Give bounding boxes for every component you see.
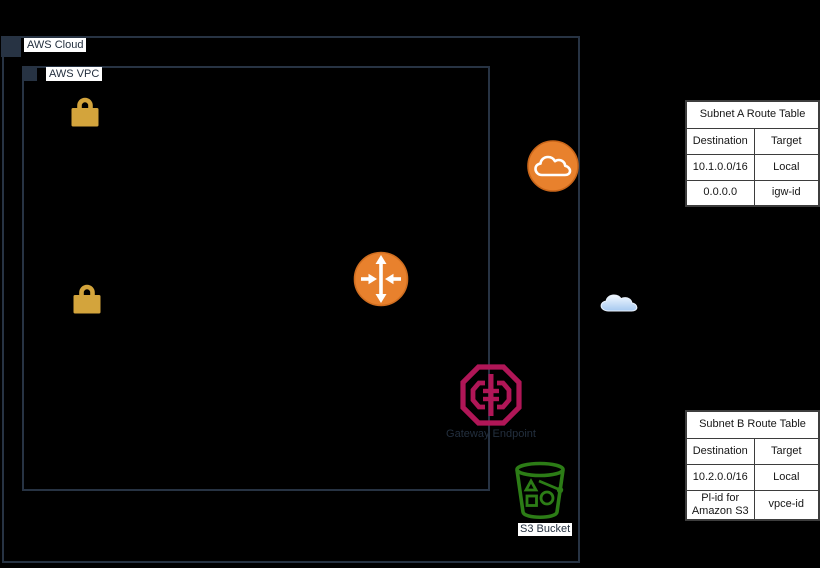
internet-gateway-icon xyxy=(527,140,579,192)
table-title-row: Subnet A Route Table xyxy=(685,100,820,129)
table-row: 0.0.0.0 igw-id xyxy=(685,179,820,207)
table-header-row: Destination Target xyxy=(685,437,820,465)
aws-vpc-group-icon xyxy=(22,66,37,81)
target-cell: vpce-id xyxy=(753,489,820,520)
s3-bucket-icon xyxy=(515,461,565,520)
aws-cloud-group-box xyxy=(2,36,580,563)
col-header-destination: Destination xyxy=(685,127,755,155)
target-cell: Local xyxy=(753,153,820,181)
col-header-target: Target xyxy=(753,127,820,155)
subnet-b-route-table: Subnet B Route Table Destination Target … xyxy=(685,410,820,521)
table-title: Subnet B Route Table xyxy=(685,410,820,439)
target-cell: igw-id xyxy=(753,179,820,207)
destination-cell: 10.1.0.0/16 xyxy=(685,153,755,181)
aws-vpc-group-label: AWS VPC xyxy=(46,67,103,81)
destination-cell: Pl-id for Amazon S3 xyxy=(685,489,755,520)
destination-cell: 10.2.0.0/16 xyxy=(685,463,755,491)
s3-bucket-label: S3 Bucket xyxy=(518,523,573,536)
aws-vpc-group-box xyxy=(22,66,490,491)
table-header-row: Destination Target xyxy=(685,127,820,155)
table-row: 10.1.0.0/16 Local xyxy=(685,153,820,181)
table-title: Subnet A Route Table xyxy=(685,100,820,129)
target-cell: Local xyxy=(753,463,820,491)
gateway-endpoint-label: Gateway Endpoint xyxy=(446,428,536,440)
security-lock-bottom-icon xyxy=(73,284,101,314)
table-row: 10.2.0.0/16 Local xyxy=(685,463,820,491)
subnet-a-route-table: Subnet A Route Table Destination Target … xyxy=(685,100,820,207)
destination-cell: 0.0.0.0 xyxy=(685,179,755,207)
col-header-destination: Destination xyxy=(685,437,755,465)
table-title-row: Subnet B Route Table xyxy=(685,410,820,439)
vpc-router-icon xyxy=(353,251,409,307)
aws-cloud-group-label: AWS Cloud xyxy=(24,38,87,52)
internet-cloud-icon xyxy=(600,294,638,312)
gateway-endpoint-icon xyxy=(460,364,522,426)
security-lock-top-icon xyxy=(71,97,99,127)
aws-cloud-group-icon xyxy=(1,36,21,57)
col-header-target: Target xyxy=(753,437,820,465)
table-row: Pl-id for Amazon S3 vpce-id xyxy=(685,489,820,520)
